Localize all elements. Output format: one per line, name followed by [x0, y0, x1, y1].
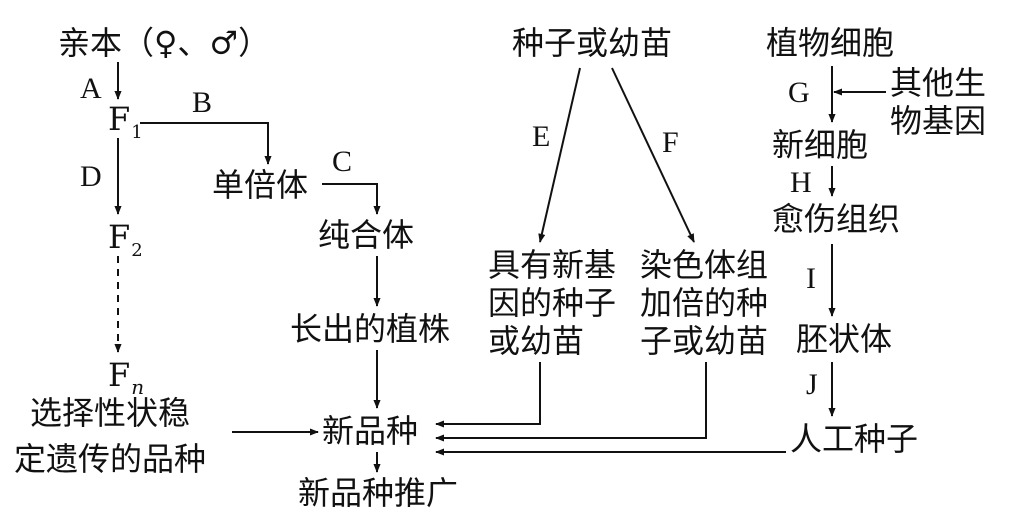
f1-subscript: 1 — [131, 122, 143, 143]
label-c: C — [332, 145, 353, 178]
label-g: G — [788, 76, 810, 109]
fn-node: Fn — [108, 356, 145, 399]
other-gene-line1: 其他生 — [890, 64, 987, 102]
label-d: D — [80, 160, 102, 193]
new-gene-line1: 具有新基 — [488, 246, 617, 284]
f2-subscript: 2 — [131, 240, 143, 261]
callus-node: 愈伤组织 — [772, 200, 901, 238]
arrow-f — [611, 67, 695, 243]
f1-letter: F — [108, 100, 131, 138]
homozygous-node: 纯合体 — [318, 216, 415, 254]
label-e: E — [532, 120, 551, 153]
other-gene-line2: 物基因 — [890, 102, 987, 140]
label-b: B — [192, 86, 213, 119]
doubled-line2: 加倍的种 — [640, 284, 769, 322]
new-variety-node: 新品种 — [322, 412, 419, 450]
arrow-doubled-variety — [435, 362, 707, 442]
label-j: J — [806, 368, 818, 401]
arrow-c — [322, 183, 381, 215]
arrow-newgene-variety — [435, 362, 541, 428]
seed-seedling-node: 种子或幼苗 — [512, 24, 673, 62]
doubled-line1: 染色体组 — [640, 246, 769, 284]
parents-node: 亲本（♀、♂） — [58, 24, 271, 62]
embryoid-node: 胚状体 — [796, 320, 893, 358]
select-variety-line1: 选择性状稳 — [30, 394, 191, 432]
artificial-seed-node: 人工种子 — [790, 420, 919, 458]
label-a: A — [80, 72, 102, 105]
label-f: F — [662, 126, 679, 159]
label-i: I — [806, 262, 816, 295]
fn-letter: F — [108, 356, 131, 394]
f2-letter: F — [108, 218, 131, 256]
fn-subscript: n — [131, 375, 145, 399]
new-gene-line2: 因的种子 — [488, 284, 617, 322]
haploid-node: 单倍体 — [212, 166, 309, 204]
promotion-node: 新品种推广 — [298, 474, 459, 512]
select-variety-line2: 定遗传的品种 — [14, 440, 207, 478]
grown-plant-node: 长出的植株 — [290, 310, 451, 348]
plant-cell-node: 植物细胞 — [766, 24, 895, 62]
arrow-e — [538, 67, 581, 243]
doubled-line3: 子或幼苗 — [640, 322, 769, 360]
new-cell-node: 新细胞 — [772, 126, 869, 164]
new-gene-line3: 或幼苗 — [488, 322, 585, 360]
f2-node: F2 — [108, 218, 143, 262]
label-h: H — [790, 166, 812, 199]
f1-node: F1 — [108, 100, 143, 144]
arrow-b — [140, 122, 272, 165]
